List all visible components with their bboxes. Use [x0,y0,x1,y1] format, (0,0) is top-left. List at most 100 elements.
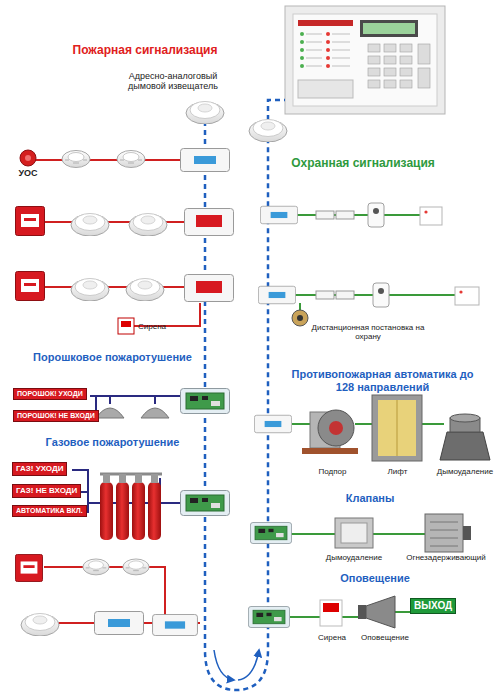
fire-automation-rect [302,448,358,454]
device-label: УОС [13,168,43,178]
alarm-row-rect [320,600,342,626]
alarm-row-rect [358,605,366,619]
section-heading: Порошковое пожаротушение [30,351,195,364]
security-row-2-rect [373,283,389,307]
fire-row-2-use [71,214,109,237]
gas-extinguishing [100,474,230,540]
panel-g-rect [384,68,396,76]
panel-g [326,32,330,68]
valves-rect [463,526,471,540]
fire-automation-circle [318,410,354,446]
security-row-1 [260,203,442,227]
panel-g-circle [326,48,330,52]
fire-row-3 [16,272,234,335]
loop-arrows [214,650,259,680]
powder-extinguishing-use [181,389,230,414]
device-label: Огнезадерживающий [400,553,492,562]
security-row-2-rect [455,287,479,305]
fire-row-2 [16,207,234,237]
fire-row-1-circle [20,150,36,166]
panel-g-circle [326,32,330,36]
panel-rect [298,20,353,26]
fire-row-bottom-use [21,614,59,637]
panel-rect [298,80,353,98]
panel-g-rect [368,80,380,88]
gas-extinguishing-rect [151,474,158,483]
fire-automation-path [397,400,398,456]
panel-rect [363,23,415,34]
loop-arrows-path [214,650,234,680]
top-detectors-use [186,102,224,125]
panel-g-rect [418,44,430,64]
panel-g [306,34,350,66]
security-row-2-circle [378,288,384,294]
loop-arrows-path [238,650,259,680]
panel-g-rect [368,68,380,76]
security-row-1-circle [424,210,427,213]
panel-g-rect [400,68,412,76]
powder-extinguishing-path [141,408,169,418]
warning-sign: АВТОМАТИКА ВКЛ. [12,505,87,517]
fire-wires-path [28,159,182,161]
warning-sign: ПОРОШОК! УХОДИ [13,388,87,400]
fire-row-1-circle [25,155,31,161]
alarm-row-use [248,607,289,628]
warning-sign: ПОРОШОК! НЕ ВХОДИ [13,410,99,422]
sign-text: ПОРОШОК! УХОДИ [17,390,83,398]
gas-extinguishing-rect [103,474,110,483]
security-row-1-circle [373,208,379,214]
sign-text: АВТОМАТИКА ВКЛ. [16,507,83,515]
valves-rect [341,523,367,543]
fire-row-bottom-use [153,614,198,635]
panel-g-rect [400,80,412,88]
fire-automation-circle [329,421,343,435]
valves-path [430,522,458,546]
warning-sign: ГАЗ! НЕ ВХОДИ [12,484,81,498]
panel-rect [285,6,445,114]
powder-extinguishing [96,389,230,419]
top-detectors [186,102,287,143]
panel-g-circle [326,40,330,44]
valves-rect [335,518,373,548]
device-label: Лифт [370,467,425,476]
fire-row-1-use [62,151,90,168]
fire-row-3-rect [121,321,131,327]
panel-rect [293,14,437,106]
fire-row-bottom [15,554,197,636]
panel [285,6,445,114]
fire-row-bottom-use [123,559,149,575]
fire-row-bottom-use [83,559,109,575]
extinguishing-wires-path [90,395,182,397]
security-wires [294,215,470,311]
gas-extinguishing-rect [135,474,142,483]
panel-g-rect [418,68,430,88]
panel-g-circle [300,40,304,44]
fire-automation-ellipse [450,414,480,422]
alarm-row-rect [323,603,339,612]
alarm-row-path [366,596,395,628]
fire-automation [254,395,490,461]
security-row-2-circle [459,290,462,293]
alarm-row [248,596,395,628]
security-row-2-circle [297,315,303,321]
device-label: Дымоудаление [432,467,498,476]
panel-g-rect [400,44,412,52]
sign-text: ГАЗ! НЕ ВХОДИ [16,486,77,496]
fire-row-3-use [185,275,234,302]
section-heading: Пожарная сигнализация [60,44,230,58]
gas-extinguishing-rect [119,474,126,483]
fire-row-3-use [126,279,164,302]
panel-g-rect [384,80,396,88]
panel-g [368,44,430,88]
panel-g-rect [384,44,396,52]
panel-g-path [306,34,350,66]
security-row-1-rect [368,203,384,227]
gas-extinguishing-rect [132,482,145,540]
panel-g-circle [300,64,304,68]
gas-extinguishing-rect [116,482,129,540]
security-row-1-rect [336,211,354,219]
valves-use [250,523,291,544]
